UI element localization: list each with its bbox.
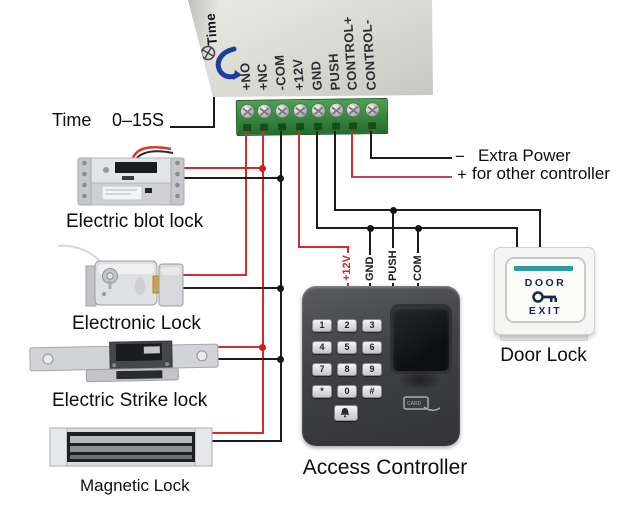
junction-dot — [277, 175, 284, 182]
junction-dot — [390, 207, 397, 214]
keypad-key-3: 3 — [362, 319, 382, 332]
card-swipe-icon: CARD — [403, 396, 441, 411]
12v-wire — [298, 131, 300, 248]
strike-lock-label: Electric Strike lock — [52, 390, 208, 411]
terminal-label-push: PUSH — [325, 52, 343, 91]
junction-dot — [259, 165, 266, 172]
keypad-12v-wire-label: +12V — [341, 253, 353, 283]
junction-dot — [367, 225, 374, 232]
terminal-label-com: -COM — [271, 54, 289, 91]
keypad-key-5: 5 — [337, 341, 357, 354]
terminal-label-control-plus: CONTROL+ — [339, 15, 360, 91]
door-button-exit-text: EXIT — [528, 305, 563, 317]
door-lock-label: Door Lock — [500, 345, 587, 366]
keypad-key-star: * — [312, 385, 332, 398]
extra-power-line1: Extra Power — [478, 146, 571, 165]
keypad-key-0: 0 — [337, 385, 357, 398]
magnetic-lock-image — [49, 427, 213, 467]
keypad-key-8: 8 — [337, 363, 357, 376]
power-controller-unit: Time +NO +NC -COM +12V GND PUSH CONTROL+… — [188, 0, 433, 97]
junction-dot — [277, 285, 284, 292]
terminal-screw — [275, 104, 289, 118]
time-wire — [170, 126, 215, 128]
keypad-key-hash: # — [362, 385, 382, 398]
control-minus-wire — [370, 157, 452, 159]
nc-wire — [214, 346, 264, 348]
electronic-lock-label: Electronic Lock — [72, 313, 201, 334]
fingerprint-smudge — [398, 370, 442, 390]
magnetic-lock-label: Magnetic Lock — [80, 476, 190, 495]
no-wire — [245, 131, 247, 276]
electronic-lock-image — [57, 244, 184, 307]
psu-time-label: Time — [202, 12, 220, 46]
access-controller-label: Access Controller — [302, 456, 468, 479]
blue-dial-arrow-icon — [215, 46, 242, 80]
nc-wire — [184, 167, 264, 169]
com-wire — [211, 440, 282, 442]
keypad-gnd-wire-label: GND — [364, 254, 376, 283]
terminal-label-control-minus: CONTROL- — [359, 19, 379, 91]
12v-wire — [298, 246, 349, 248]
terminal-screw — [365, 103, 379, 117]
access-controller-device: 1 2 3 4 5 6 7 8 9 * 0 # CARD — [302, 286, 460, 446]
push-door-wire — [539, 209, 541, 249]
terminal-screw — [257, 104, 271, 118]
push-stub-wire — [392, 209, 394, 286]
com-wire — [180, 287, 282, 289]
svg-text:CARD: CARD — [407, 401, 422, 407]
nc-wire — [211, 432, 264, 434]
junction-dot — [259, 344, 266, 351]
terminal-label-12v: +12V — [289, 58, 307, 91]
time-wire — [213, 97, 215, 127]
terminal-screw — [240, 104, 254, 118]
keypad-key-9: 9 — [362, 363, 382, 376]
no-wire — [178, 274, 247, 276]
terminal-screw — [293, 104, 307, 118]
junction-dot — [277, 356, 284, 363]
gnd-door-wire — [516, 227, 518, 249]
keypad-key-6: 6 — [362, 341, 382, 354]
extra-power-line2: for other controller — [472, 164, 610, 183]
terminal-screw — [329, 103, 343, 117]
push-wire — [334, 131, 336, 211]
timer-label: Time — [52, 110, 92, 130]
control-plus-wire — [351, 131, 353, 178]
fingerprint-scanner — [390, 304, 452, 374]
door-button-door-text: DOOR — [524, 277, 567, 289]
door-exit-button-face: DOOR EXIT — [505, 257, 586, 323]
terminal-block — [235, 97, 389, 137]
terminal-screw — [311, 103, 325, 118]
door-button-teal-bar — [514, 266, 573, 271]
keypad-key-7: 7 — [312, 363, 332, 376]
keypad-key-1: 1 — [312, 319, 332, 332]
key-icon — [532, 291, 557, 303]
door-exit-button: DOOR EXIT — [494, 247, 595, 335]
nc-wire — [262, 131, 264, 434]
extra-power-minus-sign: − — [455, 147, 465, 166]
control-minus-wire — [370, 131, 372, 159]
timer-value: 0–15S — [112, 110, 165, 130]
control-plus-wire — [351, 176, 452, 178]
keypad-key-4: 4 — [312, 341, 332, 354]
terminal-label-nc: +NC — [254, 62, 271, 91]
junction-dot — [415, 225, 422, 232]
bolt-lock-label: Electric blot lock — [66, 211, 204, 232]
gnd-wire — [316, 131, 318, 229]
keypad-push-wire-label: PUSH — [387, 248, 399, 283]
doorbell-key — [334, 405, 358, 421]
extra-power-plus-sign: + — [457, 165, 467, 184]
terminal-label-no: +NO — [237, 61, 254, 91]
electric-bolt-lock-image — [77, 146, 185, 206]
bell-icon — [340, 408, 350, 418]
push-wire — [334, 209, 541, 211]
terminal-screw — [346, 103, 360, 117]
terminal-label-gnd: GND — [307, 60, 325, 91]
keypad-key-2: 2 — [337, 319, 357, 332]
com-wire — [214, 358, 282, 360]
com-wire — [184, 177, 282, 179]
electric-strike-lock-image — [29, 340, 219, 383]
keypad-com-wire-label: COM — [412, 253, 424, 283]
